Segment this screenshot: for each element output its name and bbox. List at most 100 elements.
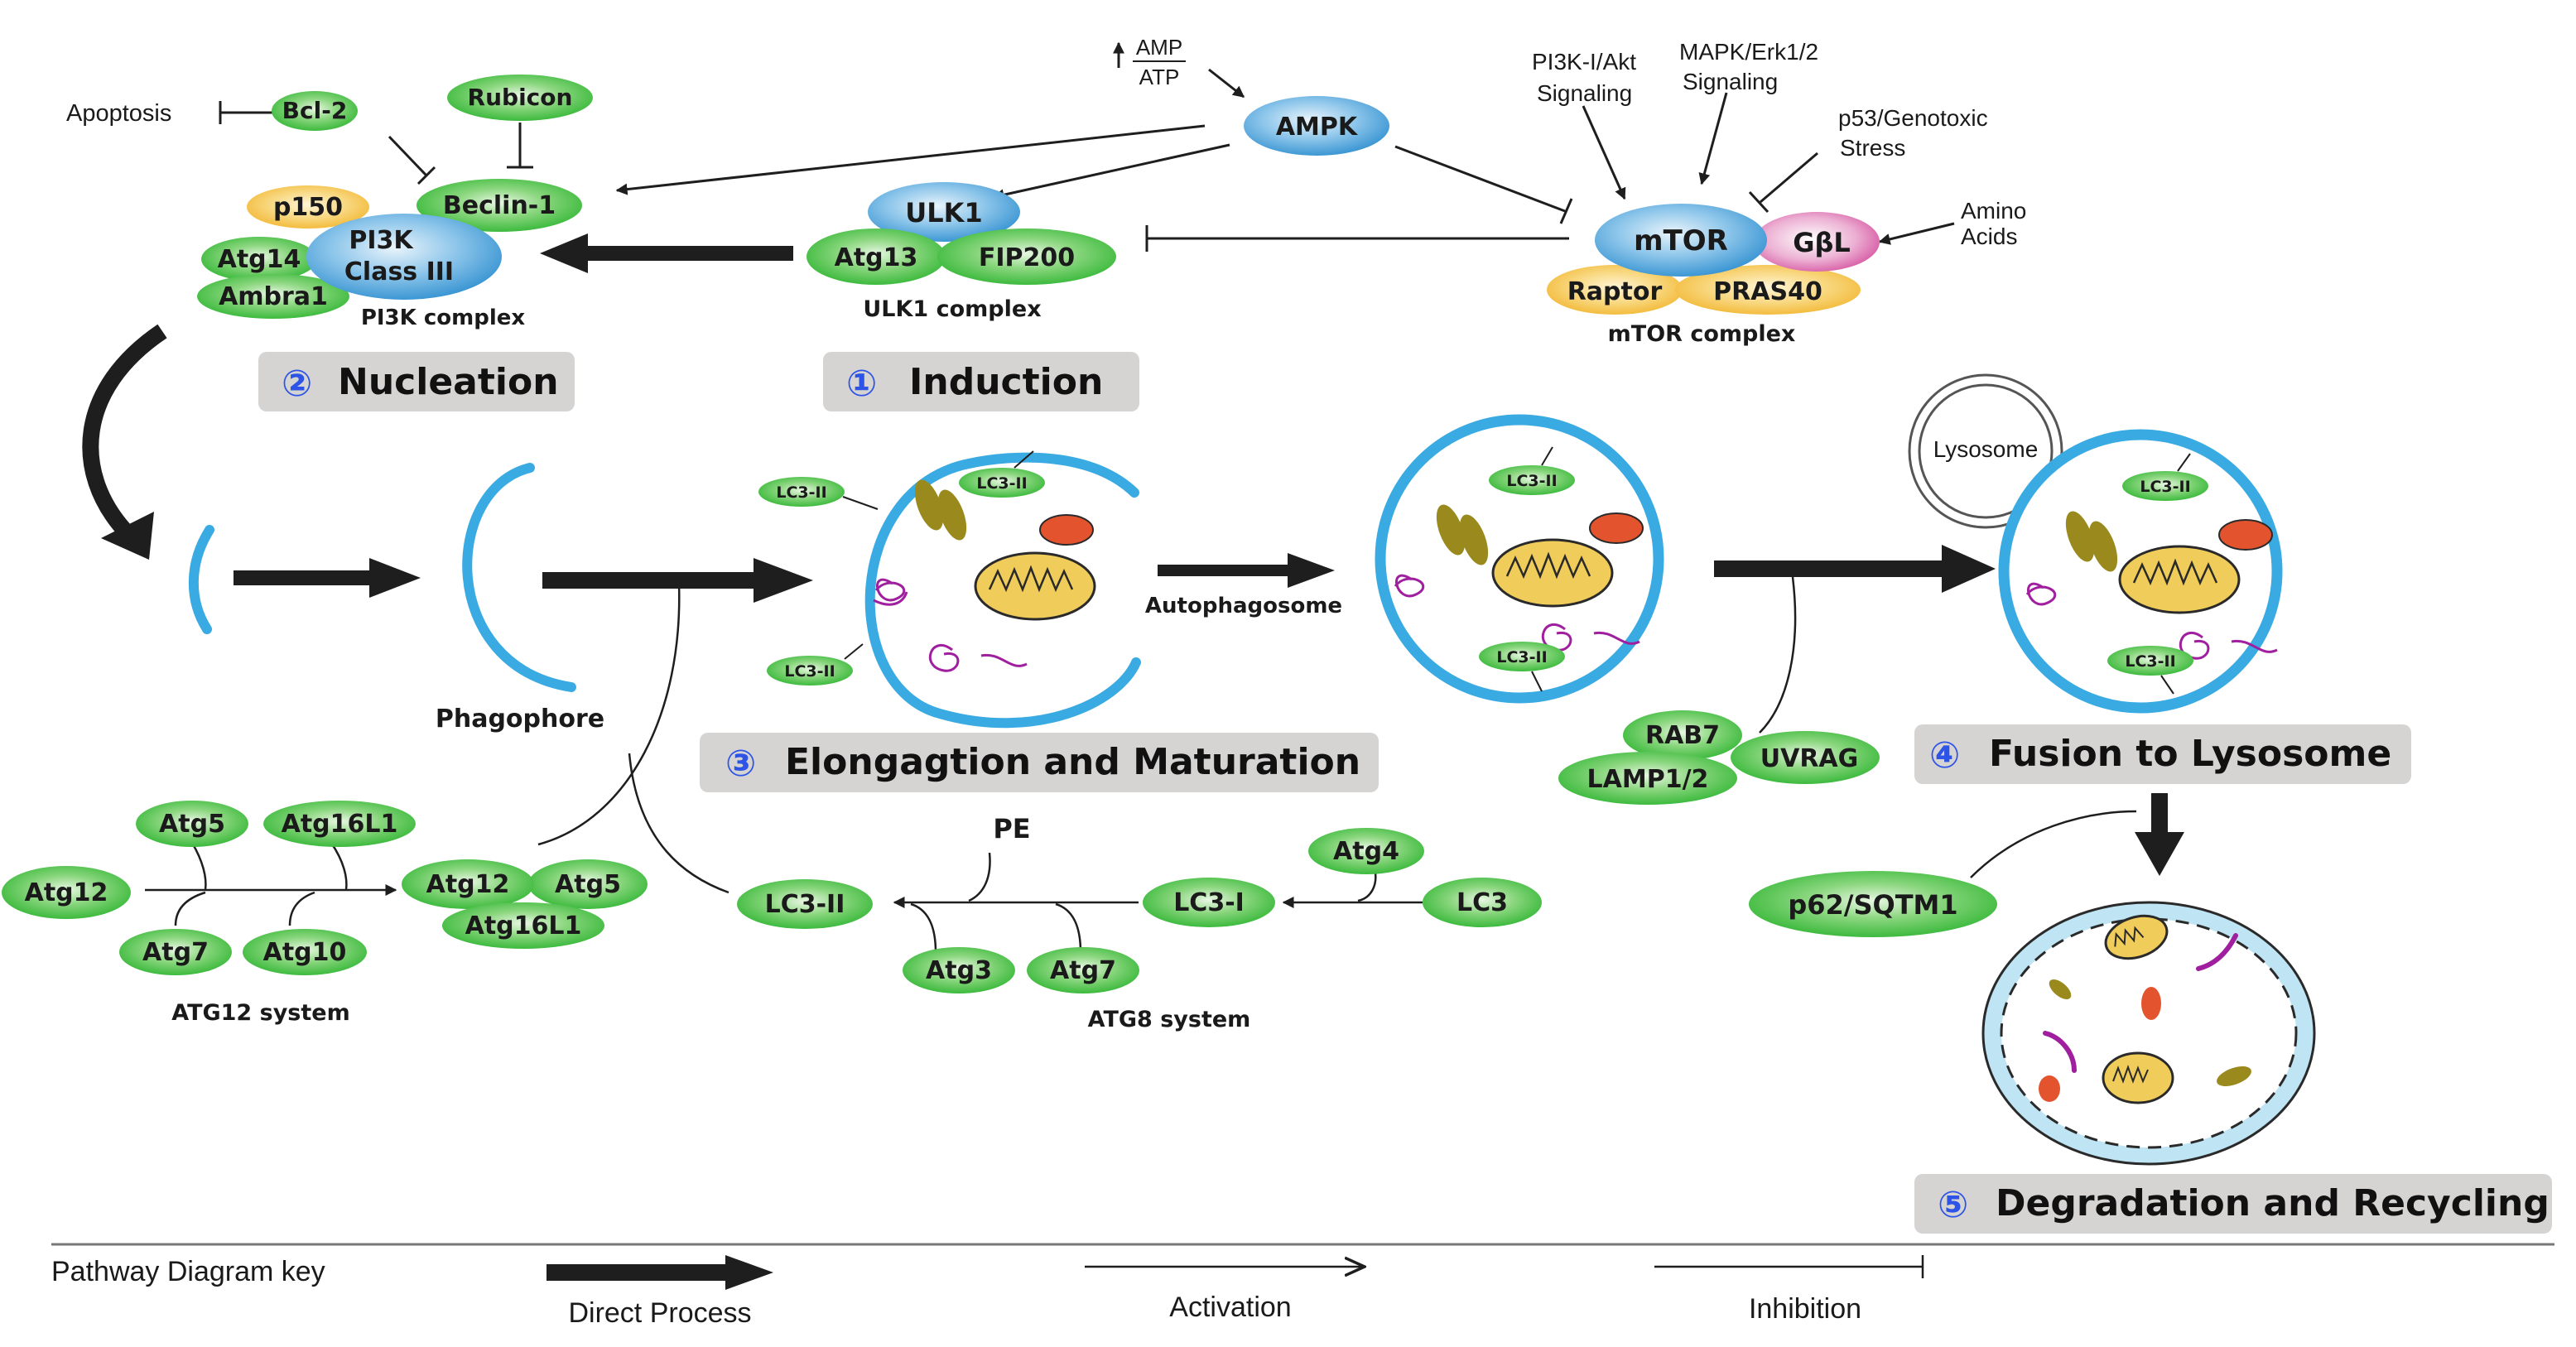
conjugation-feed-lines bbox=[537, 583, 729, 894]
lc3ii-marker: LC3-II bbox=[976, 474, 1027, 493]
atg3-e2 bbox=[903, 947, 1015, 993]
amp-label: AMP bbox=[1136, 35, 1182, 60]
ampk-label: AMPK bbox=[1276, 113, 1359, 142]
lysosome-label: Lysosome bbox=[1933, 436, 2039, 462]
step-label: Nucleation bbox=[338, 361, 559, 403]
step-number: ③ bbox=[725, 743, 756, 785]
beclin1-protein bbox=[416, 179, 582, 232]
conj-atg5-label: Atg5 bbox=[555, 870, 621, 899]
ulk1-complex: ULK1 Atg13 FIP200 ULK1 complex bbox=[807, 182, 1116, 322]
gbl-label: GβL bbox=[1793, 227, 1851, 258]
conj-atg16l1 bbox=[442, 902, 604, 949]
step-label: Induction bbox=[909, 361, 1103, 403]
ulk1-label: ULK1 bbox=[905, 197, 982, 229]
p150-label: p150 bbox=[273, 193, 343, 222]
p150-protein bbox=[247, 185, 369, 229]
lc3ii-label: LC3-II bbox=[765, 890, 845, 919]
atg4-protease bbox=[1308, 828, 1424, 874]
apoptosis-label: Apoptosis bbox=[66, 100, 171, 127]
atp-label: ATP bbox=[1139, 65, 1180, 89]
key-inhibition-label: Inhibition bbox=[1749, 1293, 1861, 1325]
pi3k-complex: Bcl-2 Rubicon p150 Atg14 Ambra1 Beclin-1… bbox=[197, 75, 593, 330]
atg5-label: Atg5 bbox=[159, 810, 225, 839]
lc3-label: LC3 bbox=[1457, 888, 1508, 917]
lc3ii-marker: LC3-II bbox=[784, 662, 835, 681]
mtor-label: mTOR bbox=[1634, 224, 1728, 257]
atg7-label: Atg7 bbox=[142, 938, 209, 967]
pi3k-akt-line2: Signaling bbox=[1537, 80, 1632, 106]
uvrag-protein bbox=[1731, 731, 1880, 784]
mtor-complex-caption: mTOR complex bbox=[1608, 321, 1796, 347]
mapk-signaling-label: MAPK/Erk1/2 Signaling bbox=[1679, 39, 1818, 94]
atg5-free bbox=[136, 801, 248, 847]
atg7-e1 bbox=[1027, 947, 1139, 993]
pras40-label: PRAS40 bbox=[1713, 277, 1822, 306]
rubicon-label: Rubicon bbox=[468, 84, 573, 111]
atg12-free bbox=[2, 866, 131, 919]
key-activation: Activation bbox=[1085, 1267, 1365, 1323]
lc3ii-marker: LC3-II bbox=[1506, 472, 1557, 490]
conj-atg5 bbox=[528, 859, 648, 909]
step-degradation-recycling: ⑤ Degradation and Recycling bbox=[1914, 1174, 2552, 1234]
ulk1-complex-caption: ULK1 complex bbox=[863, 296, 1041, 322]
pi3k-complex-caption: PI3K complex bbox=[361, 305, 526, 330]
lc3ii-marker: LC3-II bbox=[2140, 478, 2190, 496]
atg3-label: Atg3 bbox=[926, 956, 992, 985]
bcl2-label: Bcl-2 bbox=[282, 97, 348, 124]
atg13-protein bbox=[807, 229, 946, 285]
lc3ii-marker: LC3-II bbox=[2125, 652, 2175, 671]
p62-protein bbox=[1749, 871, 1997, 937]
key-title: Pathway Diagram key bbox=[51, 1256, 325, 1287]
p53-stress-label: p53/Genotoxic Stress bbox=[1838, 105, 1988, 161]
ambra1-protein bbox=[197, 274, 349, 319]
atg13-label: Atg13 bbox=[835, 243, 918, 272]
step-number: ① bbox=[846, 363, 877, 405]
atg12-system-caption: ATG12 system bbox=[171, 1000, 349, 1026]
amino-acids-label: Amino Acids bbox=[1961, 198, 2026, 249]
step-number: ② bbox=[282, 363, 312, 405]
ampk-node: AMPK bbox=[1244, 96, 1389, 156]
step-nucleation: ② Nucleation bbox=[258, 352, 575, 411]
membrane-to-phagophore-arrow bbox=[234, 558, 421, 598]
step-elongation-maturation: ③ Elongagtion and Maturation bbox=[700, 733, 1379, 792]
mitochondrion bbox=[974, 551, 1096, 621]
phagophore-to-autophagosome-arrow bbox=[542, 558, 813, 603]
conj-atg12 bbox=[402, 859, 534, 909]
pe-label: PE bbox=[993, 813, 1030, 844]
pi3k-class3-protein bbox=[306, 214, 502, 300]
atg7-e1 bbox=[119, 929, 232, 975]
autophagosome: LC3-II LC3-II bbox=[1375, 414, 1664, 704]
amino-line2: Acids bbox=[1961, 224, 2017, 249]
ampk-protein bbox=[1244, 96, 1389, 156]
fusion-proteins: UVRAG RAB7 LAMP1/2 bbox=[1558, 710, 1880, 805]
pi3k-akt-signaling-label: PI3K-I/Akt Signaling bbox=[1532, 49, 1636, 106]
step-fusion-to-lysosome: ④ Fusion to Lysosome bbox=[1914, 724, 2411, 784]
pathway-key: Pathway Diagram key Direct Process Activ… bbox=[51, 1243, 2554, 1329]
nucleation-curved-arrow bbox=[82, 324, 167, 560]
key-activation-label: Activation bbox=[1169, 1292, 1291, 1323]
lamp12-label: LAMP1/2 bbox=[1587, 765, 1709, 794]
lysosome: Lysosome bbox=[1908, 373, 2063, 529]
conj-atg16l1-label: Atg16L1 bbox=[465, 912, 582, 940]
raptor-label: Raptor bbox=[1567, 277, 1663, 306]
atg7-label: Atg7 bbox=[1050, 956, 1116, 985]
lc3ii-product bbox=[737, 879, 873, 929]
atg10-e2 bbox=[243, 929, 367, 975]
mtor-complex: Raptor PRAS40 GβL mTOR mTOR complex bbox=[1547, 204, 1880, 347]
gbl-protein bbox=[1754, 212, 1880, 272]
step-induction: ① Induction bbox=[823, 352, 1139, 411]
atg12-label: Atg12 bbox=[25, 878, 108, 907]
amp-atp-ratio: AMP ATP bbox=[1133, 35, 1186, 89]
conj-atg12-label: Atg12 bbox=[426, 870, 510, 899]
pras40-protein bbox=[1675, 265, 1861, 315]
step-label: Degradation and Recycling bbox=[1996, 1182, 2550, 1224]
phagophore-membrane bbox=[462, 463, 576, 692]
mtor-protein bbox=[1595, 204, 1767, 277]
ulk1-to-pi3k-arrow bbox=[540, 233, 793, 273]
p62-label: p62/SQTM1 bbox=[1788, 889, 1957, 921]
pi3k-line1: PI3K bbox=[349, 226, 414, 255]
forming-autophagosome: LC3-II LC3-II LC3-II bbox=[758, 450, 1141, 729]
lc3ii-marker: LC3-II bbox=[776, 483, 826, 502]
regulation-lines bbox=[219, 41, 1955, 252]
